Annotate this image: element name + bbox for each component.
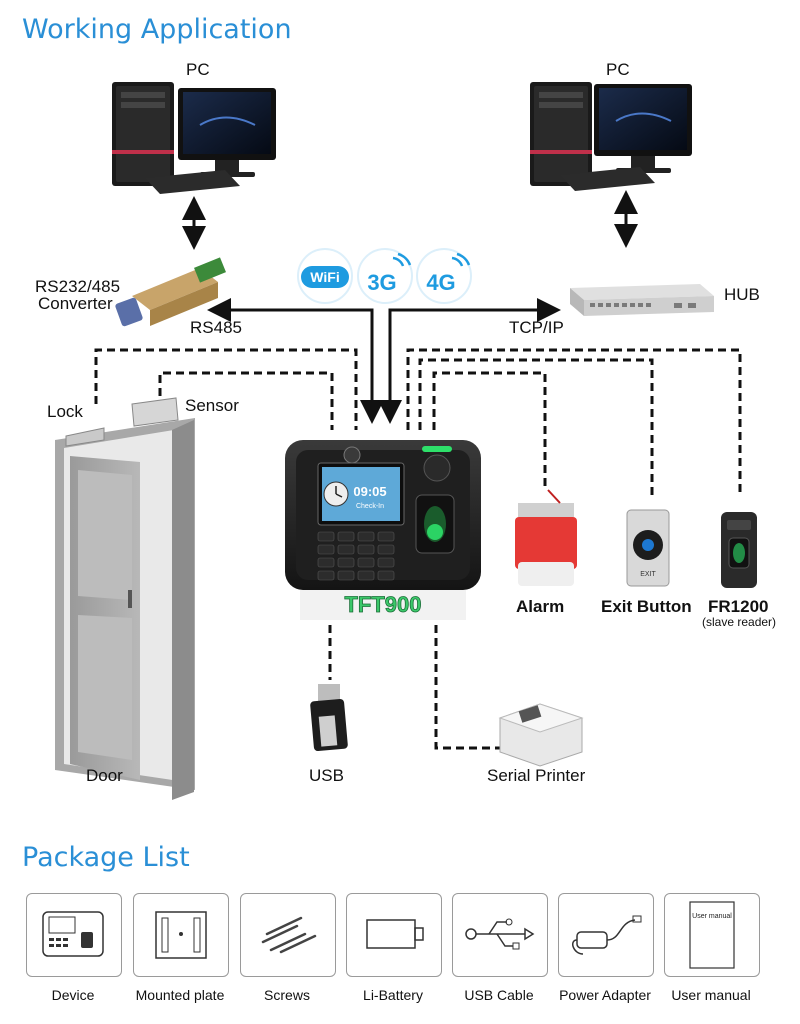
3g-badge: 3G: [357, 248, 413, 304]
screen-time: 09:05: [353, 484, 386, 499]
user-manual-icon: User manual: [689, 901, 735, 969]
lock-label: Lock: [47, 402, 83, 421]
package-label-li-battery: Li-Battery: [363, 987, 423, 1003]
working-diagram: WiFi 3G 4G: [55, 82, 757, 800]
power-adapter-icon: [572, 915, 642, 955]
package-item-mounted-plate: [133, 893, 229, 977]
hub-label: HUB: [724, 285, 760, 304]
alarm-label: Alarm: [516, 597, 565, 616]
hub-image: [570, 284, 714, 316]
device-icon: [42, 911, 104, 957]
4g-badge: 4G: [416, 248, 472, 304]
package-item-screws: [240, 893, 336, 977]
manual-cover-text: User manual: [692, 913, 732, 920]
package-label-usb-cable: USB Cable: [464, 987, 534, 1003]
usb-label: USB: [309, 766, 344, 785]
converter-label-line2: Converter: [38, 294, 113, 313]
package-item-power-adapter: [558, 893, 654, 977]
wiring-dashed: [94, 348, 742, 750]
wifi-badge: WiFi: [297, 248, 353, 304]
package-label-device: Device: [51, 987, 95, 1003]
3g-badge-text: 3G: [367, 270, 396, 295]
exit-button-image: EXIT: [626, 509, 670, 587]
serial-printer-label: Serial Printer: [487, 766, 586, 785]
package-item-user-manual: User manual: [664, 893, 760, 977]
converter-image: [115, 257, 226, 327]
pc-right-image: [530, 82, 692, 191]
pc-right-label: PC: [606, 60, 630, 79]
slave-reader-label: (slave reader): [702, 615, 777, 629]
rs485-label: RS485: [190, 318, 242, 337]
usb-cable-icon: [465, 918, 535, 950]
battery-icon: [366, 919, 424, 949]
door-image: [55, 397, 195, 800]
package-label-power-adapter: Power Adapter: [559, 987, 651, 1003]
working-application-title: Working Application: [22, 14, 292, 45]
4g-badge-text: 4G: [426, 270, 455, 295]
exit-button-label: Exit Button: [601, 597, 692, 616]
mounted-plate-icon: [155, 911, 207, 959]
exit-plate-text: EXIT: [640, 571, 656, 578]
package-list-title: Package List: [22, 842, 190, 873]
converter-label-line1: RS232/485: [35, 277, 121, 296]
fr1200-image: [721, 512, 757, 588]
sensor-label: Sensor: [185, 396, 239, 415]
usb-stick-image: [310, 684, 348, 752]
pc-left-image: [112, 82, 276, 194]
pc-left-label: PC: [186, 60, 210, 79]
screws-icon: [261, 916, 317, 954]
package-item-li-battery: [346, 893, 442, 977]
package-label-screws: Screws: [264, 987, 310, 1003]
printer-image: [498, 703, 584, 767]
wifi-badge-text: WiFi: [310, 269, 339, 285]
fr1200-label: FR1200: [708, 597, 769, 616]
tcpip-label: TCP/IP: [509, 318, 564, 337]
door-label: Door: [86, 766, 123, 785]
device-name: TFT900: [344, 592, 421, 617]
package-label-mounted-plate: Mounted plate: [135, 987, 225, 1003]
screen-status: Check-In: [356, 503, 384, 510]
package-item-device: [26, 893, 122, 977]
alarm-image: [515, 489, 577, 586]
package-label-user-manual: User manual: [671, 987, 751, 1003]
package-item-usb-cable: [452, 893, 548, 977]
tft900-device: 09:05 Check-In TFT900: [285, 440, 481, 620]
